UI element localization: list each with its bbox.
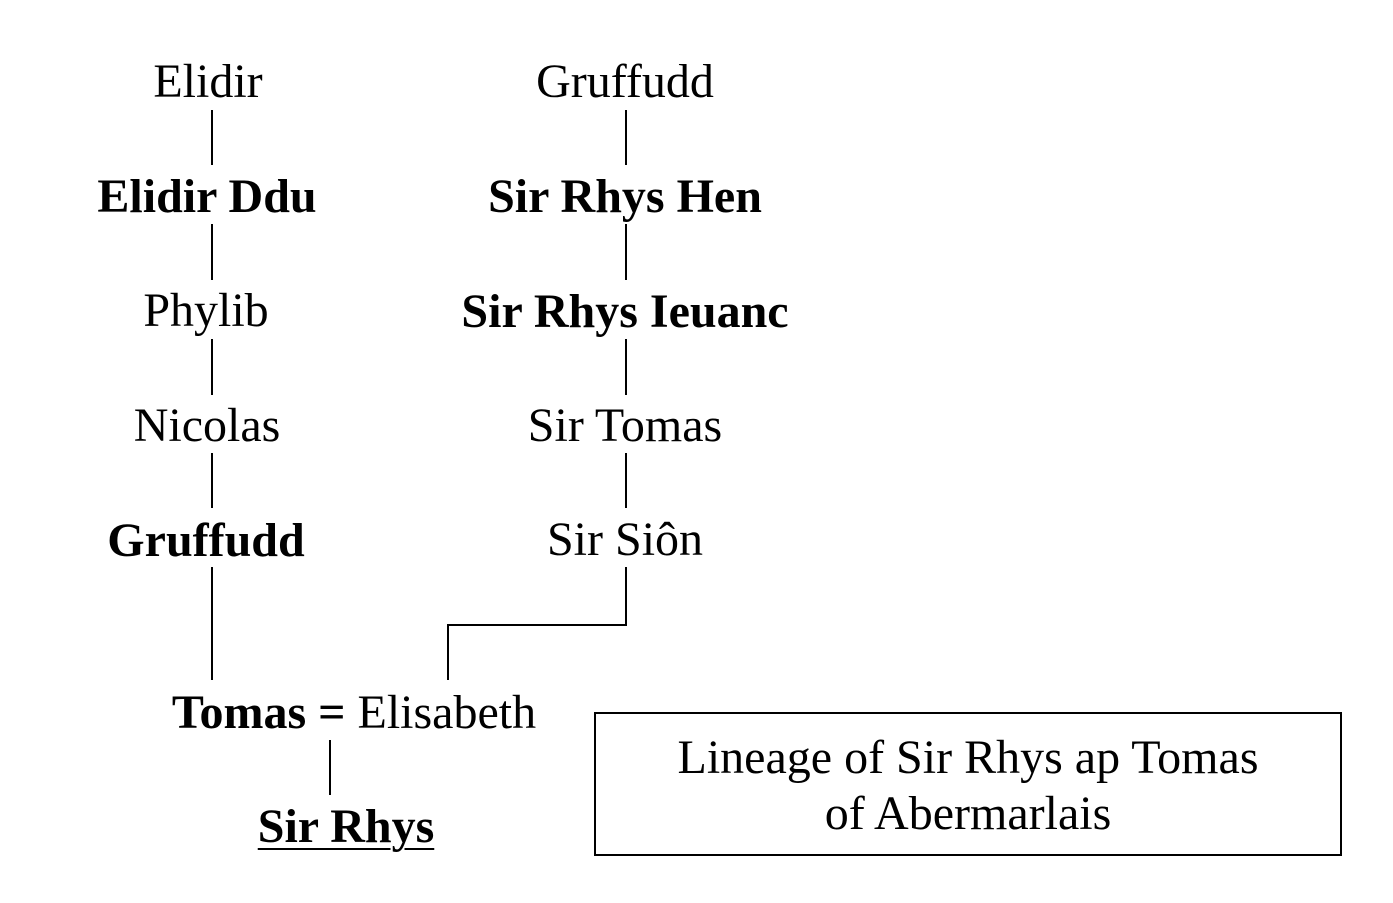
connector-sir-sion-elisabeth: [447, 567, 627, 680]
person-sir-tomas: Sir Tomas: [527, 399, 723, 452]
person-sir-rhys-hen: Sir Rhys Hen: [488, 170, 762, 223]
caption-box: Lineage of Sir Rhys ap Tomas of Abermarl…: [594, 712, 1342, 856]
person-sir-rhys: Sir Rhys: [257, 800, 435, 853]
caption-line-1: Lineage of Sir Rhys ap Tomas: [677, 731, 1259, 784]
person-elidir: Elidir: [153, 55, 263, 108]
person-tomas: Tomas: [171, 686, 307, 739]
caption-line-2: of Abermarlais: [824, 787, 1112, 840]
person-nicolas: Nicolas: [133, 399, 281, 452]
person-elidir-ddu: Elidir Ddu: [97, 170, 317, 223]
person-sir-rhys-ieuanc: Sir Rhys Ieuanc: [461, 285, 789, 338]
person-elisabeth: Elisabeth: [357, 686, 537, 739]
person-gruffudd-right: Gruffudd: [536, 55, 714, 108]
marriage-equals-sign: =: [318, 686, 346, 739]
person-sir-sion: Sir Siôn: [546, 513, 704, 566]
person-phylib: Phylib: [143, 284, 269, 337]
person-gruffudd-left: Gruffudd: [107, 514, 305, 567]
marriage-row: Tomas = Elisabeth: [172, 689, 536, 737]
